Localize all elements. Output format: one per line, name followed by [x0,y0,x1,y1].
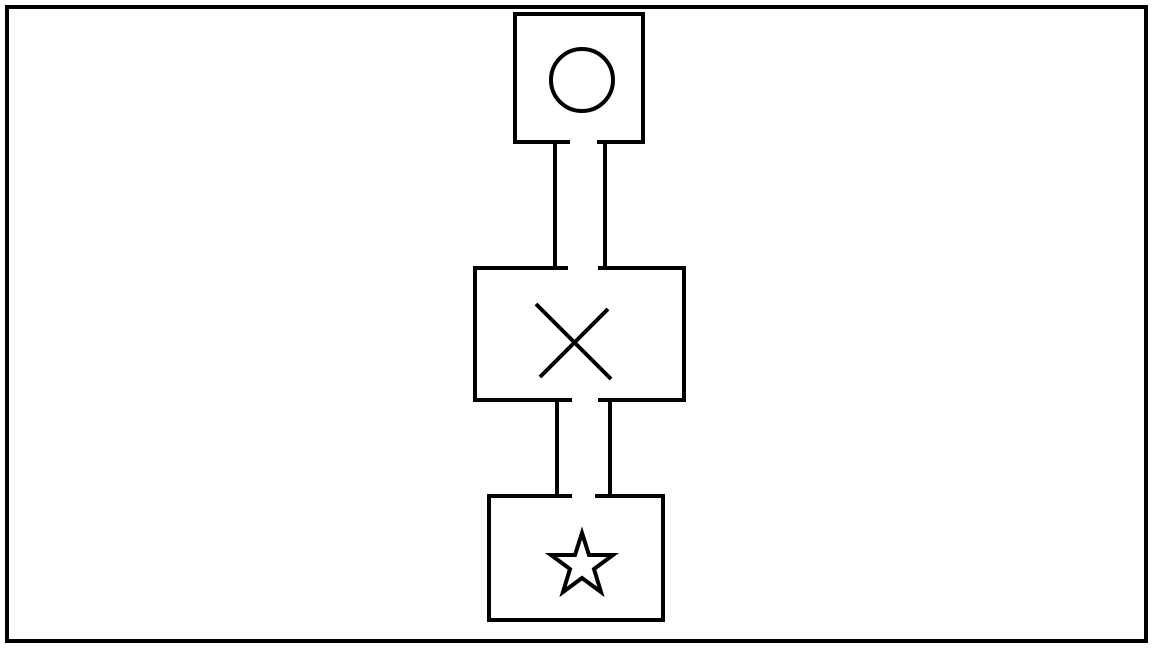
bottom-box-frame [487,494,665,622]
circle-icon [549,47,615,113]
x-icon [534,302,613,381]
connector-middle-bottom [555,400,612,496]
middle-box-frame [473,266,686,402]
star-icon [544,526,620,598]
top-box [513,12,645,145]
outer-frame [5,5,1148,643]
middle-box [473,265,686,403]
connector-top-middle [553,142,607,268]
bottom-box [487,493,665,622]
top-box-frame [513,12,645,144]
